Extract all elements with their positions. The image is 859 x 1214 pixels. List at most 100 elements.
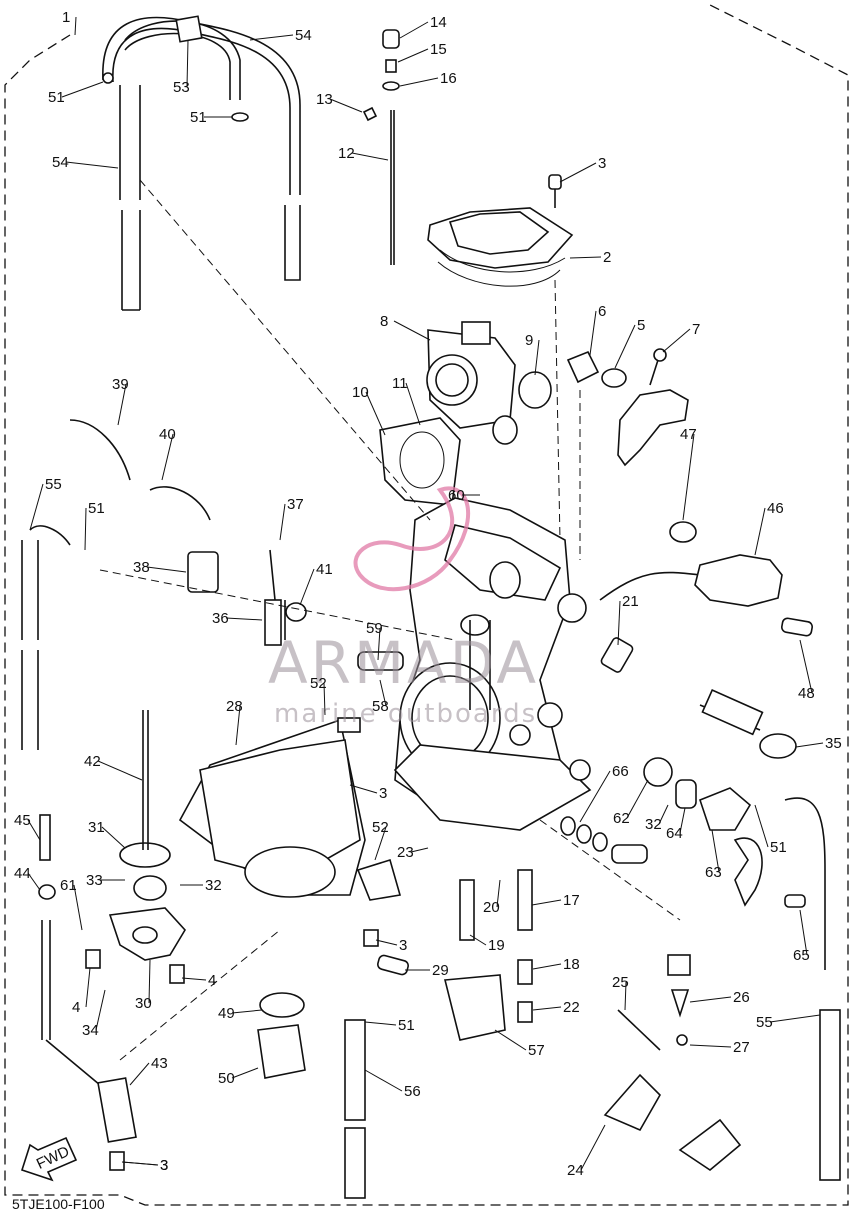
top-cover [427, 174, 574, 287]
callout-leader-16 [399, 77, 439, 87]
callout-38: 38 [133, 559, 150, 576]
assembly-outline [4, 4, 849, 1206]
callout-54: 54 [52, 154, 69, 171]
callout-11: 11 [392, 375, 408, 392]
callout-23: 23 [397, 844, 414, 861]
callout-leader-46 [754, 507, 766, 556]
callout-leader-35 [795, 742, 824, 748]
callout-64: 64 [666, 825, 683, 842]
watermark: ARMADA marine outboards [268, 486, 539, 729]
callout-leader-3 [559, 162, 597, 183]
callout-leader-58 [379, 679, 387, 707]
callout-51: 51 [398, 1017, 415, 1034]
callout-44: 44 [14, 865, 31, 882]
callout-leader-51 [364, 1021, 397, 1026]
callout-leader-3 [349, 784, 378, 794]
callout-leader-20 [496, 879, 501, 908]
callout-leader-8 [393, 320, 431, 341]
watermark-brand: ARMADA [268, 629, 539, 697]
callout-26: 26 [733, 989, 750, 1006]
fittings [21, 419, 841, 1199]
callout-57: 57 [528, 1042, 545, 1059]
callout-leader-25 [624, 981, 627, 1011]
callout-24: 24 [567, 1162, 584, 1179]
callout-27: 27 [733, 1039, 750, 1056]
callout-60: 60 [448, 487, 465, 504]
hot-start-plunger [599, 521, 813, 637]
callout-leader-26 [689, 996, 732, 1003]
callout-leader-52 [374, 826, 387, 861]
callout-10: 10 [352, 384, 369, 401]
watermark-tagline: marine outboards [274, 699, 537, 729]
callout-leader-34 [95, 989, 106, 1031]
reference-lines [99, 179, 681, 1061]
fwd-arrow: FWD [20, 1136, 78, 1182]
callout-leader-3 [375, 939, 398, 946]
callout-3: 3 [160, 1157, 168, 1174]
callout-43: 43 [151, 1055, 168, 1072]
callout-31: 31 [88, 819, 105, 836]
callout-leader-9 [534, 339, 540, 376]
callout-leader-32 [658, 804, 669, 825]
callout-4: 4 [208, 972, 216, 989]
float-chamber [108, 710, 366, 961]
diagram-code: 5TJE100-F100 [12, 1196, 105, 1212]
callout-leader-19 [469, 934, 487, 946]
callout-66: 66 [612, 763, 629, 780]
callout-13: 13 [316, 91, 333, 108]
callout-3: 3 [598, 155, 606, 172]
callout-leader-6 [589, 310, 597, 356]
callout-leader-54 [249, 34, 294, 41]
callout-leader-12 [351, 152, 389, 161]
callout-14: 14 [430, 14, 447, 31]
callout-leader-44 [27, 872, 41, 891]
callout-leader-23 [410, 847, 429, 853]
callout-leader-55 [29, 483, 44, 531]
callout-leader-14 [399, 21, 429, 39]
callout-labels: 1233333445678910111213141516171819202122… [14, 9, 842, 1179]
callout-leader-21 [617, 600, 621, 646]
callout-3: 3 [379, 785, 387, 802]
callout-52: 52 [310, 675, 327, 692]
callout-2: 2 [603, 249, 611, 266]
callout-leader-66 [579, 770, 611, 823]
callout-48: 48 [798, 685, 815, 702]
callout-6: 6 [598, 303, 606, 320]
accelerator-pump-parts [560, 757, 806, 908]
callout-55: 55 [756, 1014, 773, 1031]
callout-29: 29 [432, 962, 449, 979]
callout-leader-36 [225, 617, 263, 621]
callout-leader-51 [61, 81, 104, 98]
callout-42: 42 [84, 753, 101, 770]
carburetor-body [393, 497, 592, 831]
callout-65: 65 [793, 947, 810, 964]
callout-leader-65 [799, 909, 808, 956]
callout-leader-42 [97, 760, 143, 781]
callout-leader-52 [323, 682, 326, 716]
callout-leader-57 [494, 1029, 527, 1051]
callout-leader-27 [689, 1044, 732, 1048]
callout-leader-38 [146, 566, 187, 573]
callout-leader-39 [117, 383, 127, 426]
callout-leader-51 [84, 507, 87, 551]
jet-needle-set [362, 29, 400, 265]
callout-leader-43 [129, 1062, 150, 1086]
callout-leader-1 [74, 16, 77, 36]
callout-56: 56 [404, 1083, 421, 1100]
callout-leader-17 [531, 899, 562, 906]
throttle-gasket [379, 417, 461, 506]
callout-leader-64 [679, 807, 686, 834]
pilot-air-screw [600, 637, 634, 673]
callout-leader-63 [711, 829, 720, 873]
callout-leader-45 [27, 819, 41, 841]
callout-32: 32 [645, 816, 662, 833]
callout-47: 47 [680, 426, 697, 443]
callout-9: 9 [525, 332, 533, 349]
callout-leader-7 [662, 328, 691, 353]
callout-51: 51 [770, 839, 787, 856]
callout-59: 59 [366, 620, 383, 637]
callout-58: 58 [372, 698, 389, 715]
callout-40: 40 [159, 426, 176, 443]
callout-leader-15 [397, 48, 429, 63]
